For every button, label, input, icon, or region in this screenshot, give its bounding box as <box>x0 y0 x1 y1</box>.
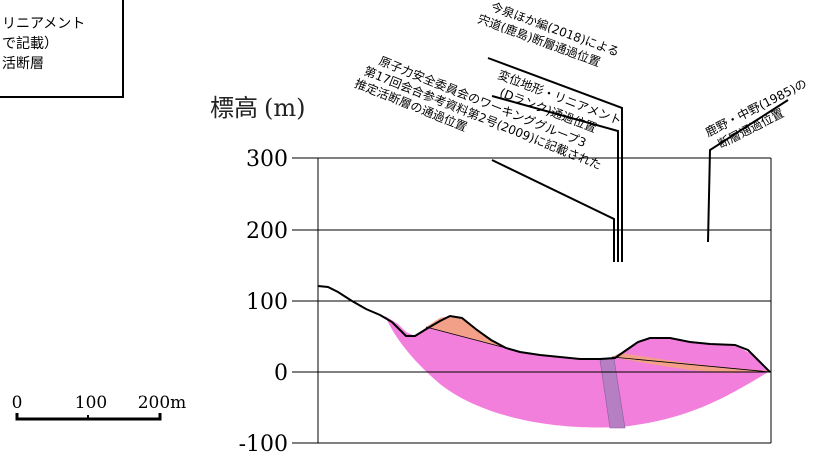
annotation-kano: 鹿野・中野(1985)の 断層通過位置 <box>703 76 810 152</box>
fault-trace-east <box>611 356 771 373</box>
leader-line-imaizumi <box>487 57 623 262</box>
scale-label-0: 0 <box>12 393 23 413</box>
legend-line-3: 活断層 <box>2 56 44 72</box>
fault-trace-west <box>425 326 507 349</box>
axis-title: 標高(m) <box>210 94 305 122</box>
scale-label-200m: 200m <box>138 393 187 413</box>
tick-label-300: 300 <box>246 147 288 172</box>
tick-label-200: 200 <box>246 219 288 244</box>
leader-line-henni <box>491 95 619 262</box>
tick-label-0: 0 <box>274 361 288 386</box>
legend-line-2: で記載） <box>2 36 58 52</box>
leader-line-nra <box>491 159 615 262</box>
legend-box: リニアメント で記載） 活断層 <box>0 0 124 98</box>
annotation-imaizumi: 今泉ほか編(2018)による 宍道(鹿島)断層通過位置 <box>476 0 621 69</box>
scale-bar: 0 100 200m <box>12 393 187 421</box>
tick-label-100: 100 <box>246 290 288 315</box>
legend-line-1: リニアメント <box>2 16 86 32</box>
leader-line-kano <box>707 99 789 243</box>
tick-label-minus100: -100 <box>239 432 288 457</box>
fault-zone-west <box>426 316 506 348</box>
scale-label-100: 100 <box>75 393 107 413</box>
